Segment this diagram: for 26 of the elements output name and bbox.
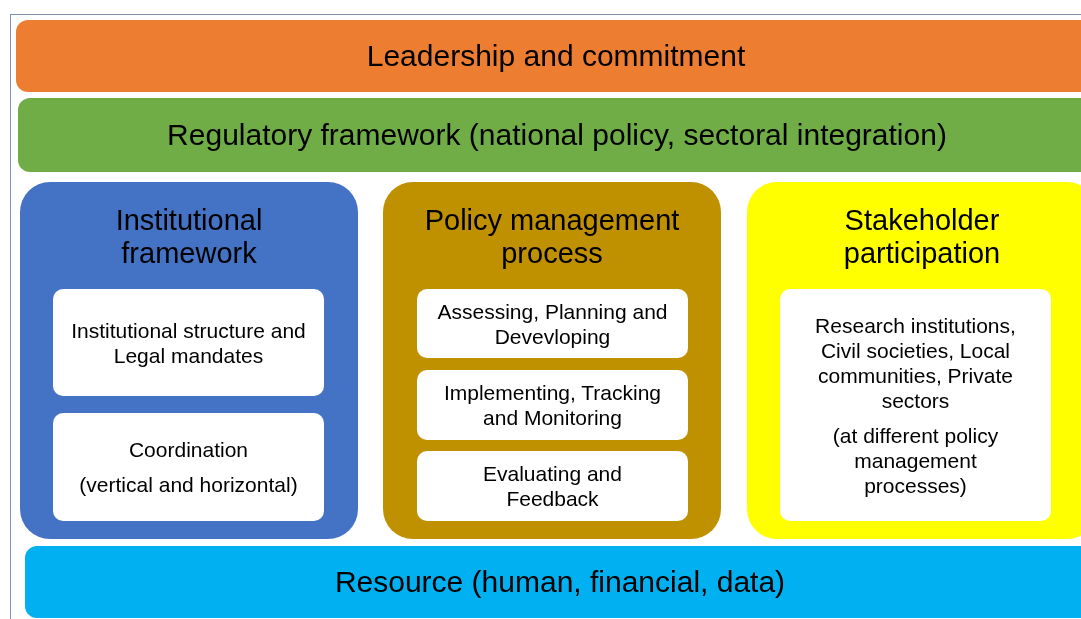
- panel-title: Policy management process: [423, 204, 681, 270]
- pillar-panel: [383, 182, 721, 539]
- content-card: [417, 451, 688, 521]
- band-title: Regulatory framework (national policy, sectoral integration): [167, 118, 947, 152]
- content-card: [780, 289, 1051, 521]
- card-text: Coordination: [128, 437, 249, 462]
- card-text: (at different policy management processes): [831, 422, 1000, 498]
- pillar-panel: [20, 182, 358, 539]
- pillar-panel: [747, 182, 1081, 539]
- content-card: [417, 289, 688, 358]
- card-text: Institutional structure and Legal mandates: [70, 317, 307, 368]
- band-title: Leadership and commitment: [366, 39, 746, 73]
- panel-title: Institutional framework: [114, 204, 264, 270]
- card-text: Research institutions, Civil societies, Local communities, Private sectors: [814, 312, 1017, 413]
- content-card: [417, 370, 688, 440]
- content-card: [53, 289, 324, 396]
- layer-band: [16, 20, 1081, 92]
- layer-band: [18, 98, 1081, 172]
- band-title: Resource (human, financial, data): [334, 565, 786, 599]
- card-text: Implementing, Tracking and Monitoring: [442, 380, 663, 430]
- card-text: (vertical and horizontal): [79, 472, 298, 497]
- card-text: Assessing, Planning and Devevloping: [436, 298, 669, 349]
- card-text: Evaluating and Feedback: [482, 461, 623, 511]
- content-card: [53, 413, 324, 521]
- panel-title: Stakeholder participation: [842, 204, 1002, 270]
- layer-band: [25, 546, 1081, 618]
